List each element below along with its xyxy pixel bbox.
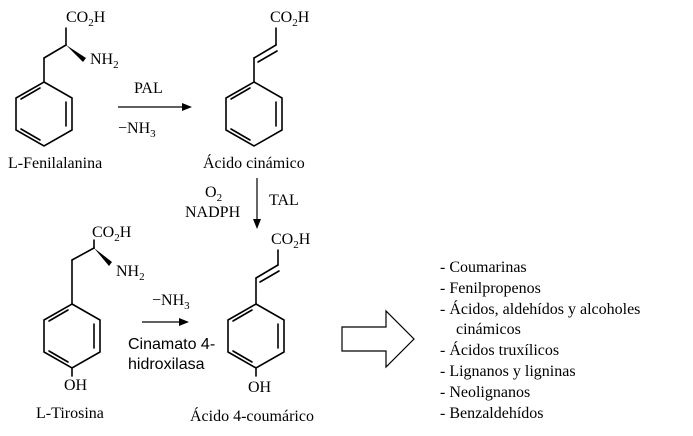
c4h-o2-label: O2 — [205, 184, 222, 204]
product-item-continuation: cinámicos — [456, 321, 521, 339]
c4h-nadph-label: NADPH — [185, 204, 241, 221]
phenylalanine-name: L-Fenilalanina — [8, 155, 102, 172]
ring-double-bond — [48, 350, 69, 363]
ring-double-bond — [230, 87, 251, 100]
alkene-bond — [255, 264, 279, 279]
product-item: - Neolignanos — [440, 383, 531, 401]
phenylalanine-co2h-label: CO2H — [66, 9, 106, 29]
phenylalanine-benzene-ring — [15, 81, 73, 147]
c4h-enzyme-line2: hidroxilasa — [128, 356, 205, 373]
tal-arrow — [142, 318, 189, 326]
pal-enzyme-label: PAL — [134, 80, 163, 97]
coumaric-oh-label: OH — [248, 379, 272, 396]
alkene-double-bond — [257, 50, 278, 63]
c4h-enzyme-line1: Cinamato 4- — [128, 336, 215, 353]
cinnamic-benzene-ring — [225, 81, 283, 147]
tyrosine-benzene-ring — [43, 303, 101, 369]
product-item: - Lignanos y ligninas — [440, 362, 576, 380]
cinnamic-co2h-label: CO2H — [270, 9, 310, 29]
product-item: - Ácidos truxílicos — [440, 342, 560, 360]
cinnamic-name: Ácido cinámico — [203, 153, 305, 172]
stereo-wedge — [66, 45, 86, 62]
tyrosine-oh-label: OH — [64, 377, 88, 394]
products-outline-arrow — [341, 309, 415, 369]
coumaric-acid-structure: CO2H OH — [227, 231, 311, 396]
ring-double-bond — [20, 87, 41, 100]
product-item: - Benzaldehídos — [440, 404, 544, 422]
ring-double-bond — [48, 309, 69, 322]
coumaric-co2h-label: CO2H — [271, 231, 311, 251]
cinnamic-acid-structure: CO2H — [225, 9, 310, 147]
ring-double-bond — [20, 128, 41, 141]
ring-double-bond — [232, 309, 253, 322]
coumaric-benzene-ring — [227, 303, 285, 369]
ring-double-bond — [230, 128, 251, 141]
alkene-bond — [253, 44, 277, 59]
phenylalanine-structure: CO2H NH2 — [15, 9, 119, 147]
derived-products-list: - Coumarinas - Fenilpropenos - Ácidos, a… — [440, 258, 690, 424]
c4h-arrow — [253, 178, 261, 229]
phenylalanine-nh2-label: NH2 — [90, 51, 119, 71]
alpha-carbon-bond — [71, 247, 95, 261]
tyrosine-nh2-label: NH2 — [116, 263, 145, 283]
product-item: - Fenilpropenos — [440, 279, 541, 297]
stereo-wedge — [94, 248, 112, 266]
ring-double-bond — [232, 350, 253, 363]
product-item: - Coumarinas — [440, 259, 527, 276]
tyrosine-name: L-Tirosina — [36, 405, 104, 422]
tal-enzyme-label: TAL — [269, 192, 299, 209]
product-item: - Ácidos, aldehídos y alcoholes — [440, 300, 641, 318]
tal-byproduct-label: −NH3 — [152, 292, 190, 312]
tyrosine-co2h-label: CO2H — [92, 224, 132, 244]
pal-arrow — [118, 103, 192, 111]
tyrosine-structure: CO2H NH2 OH — [43, 224, 145, 394]
coumaric-name: Ácido 4-coumárico — [190, 406, 314, 425]
alkene-double-bond — [259, 270, 280, 283]
pal-byproduct-label: −NH3 — [118, 120, 156, 140]
alpha-carbon-bond — [43, 44, 67, 59]
